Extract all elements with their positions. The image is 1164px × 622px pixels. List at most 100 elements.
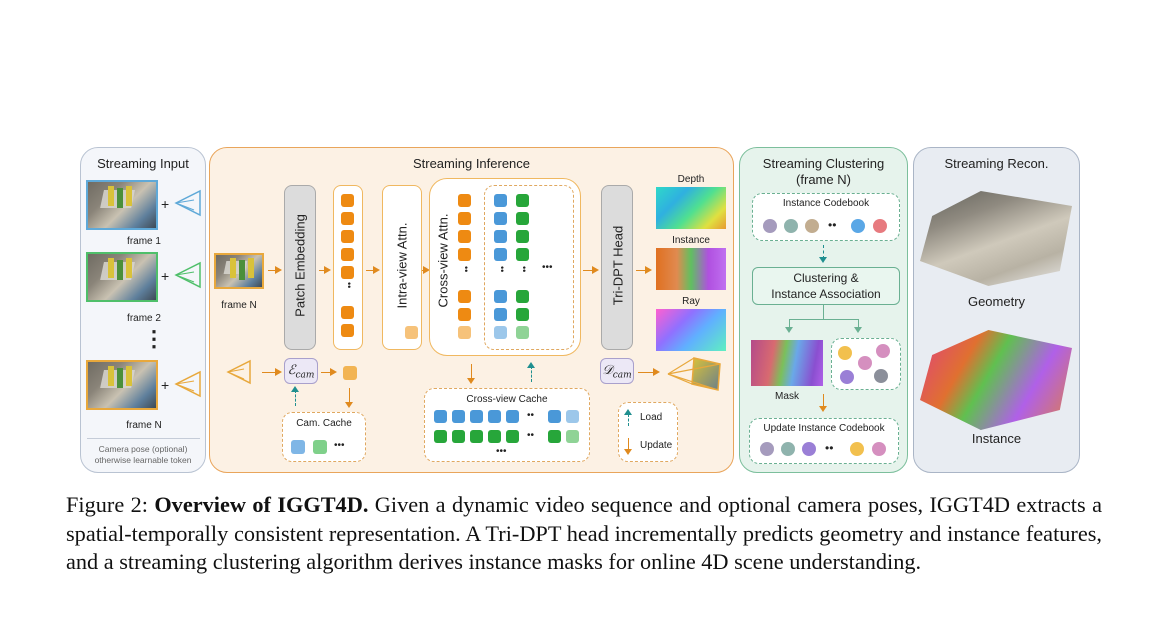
xc-green-1 bbox=[434, 430, 447, 443]
token-1-6 bbox=[341, 306, 354, 319]
cross-token-3 bbox=[458, 230, 471, 243]
legend-load-label: Load bbox=[640, 412, 663, 423]
update-dot-1 bbox=[760, 442, 774, 456]
codebook-load-arrowhead bbox=[819, 257, 827, 263]
legend-update-label: Update bbox=[640, 440, 673, 451]
cluster-dot-3 bbox=[876, 344, 890, 358]
mask-label: Mask bbox=[775, 391, 799, 402]
cross-token-2 bbox=[458, 212, 471, 225]
token-1-dots: •• bbox=[344, 282, 354, 289]
cross-token-7 bbox=[458, 326, 471, 339]
output-depth-map bbox=[656, 187, 726, 229]
cache-green-5 bbox=[516, 290, 529, 303]
cluster-dot-1 bbox=[838, 346, 852, 360]
token-1-1 bbox=[341, 194, 354, 207]
update-dot-3 bbox=[802, 442, 816, 456]
instance-codebook-box bbox=[752, 193, 900, 241]
xc-green-6 bbox=[548, 430, 561, 443]
input-divider bbox=[87, 438, 200, 439]
update-arrowhead-cross bbox=[467, 378, 475, 384]
update-codebook-arrowhead bbox=[819, 406, 827, 412]
cache-blue-6 bbox=[494, 308, 507, 321]
output-instance-map bbox=[656, 248, 726, 290]
cache-v-dots-blue: •• bbox=[497, 266, 507, 273]
xc-blue-7 bbox=[566, 410, 579, 423]
split-arrow-right bbox=[858, 319, 859, 329]
intra-token-light bbox=[405, 326, 418, 339]
cross-view-cache-inner bbox=[484, 185, 574, 350]
cross-token-4 bbox=[458, 248, 471, 261]
streaming-input-title: Streaming Input bbox=[97, 156, 189, 171]
cache-blue-3 bbox=[494, 230, 507, 243]
camera-frustum-icon-orange bbox=[174, 370, 201, 398]
frame-2-image bbox=[86, 252, 158, 302]
update-dots: •• bbox=[825, 441, 834, 455]
frame-1-image bbox=[86, 180, 158, 230]
frame-2-label: frame 2 bbox=[127, 313, 161, 324]
xc-blue-5 bbox=[506, 410, 519, 423]
load-arrow-cam-cache bbox=[295, 390, 296, 406]
split-arrow-left bbox=[789, 319, 790, 329]
legend-update-arrowhead bbox=[624, 449, 632, 455]
geometry-label: Geometry bbox=[967, 294, 1026, 309]
load-arrow-cross-cache bbox=[531, 366, 532, 382]
arrow-tokens-to-intra bbox=[366, 266, 380, 274]
intra-view-attn-label: Intra-view Attn. bbox=[394, 222, 410, 309]
plus-sign-n: + bbox=[161, 377, 170, 393]
codebook-dot-3 bbox=[805, 219, 819, 233]
xc-ellipsis: ••• bbox=[496, 446, 507, 457]
output-ray-label: Ray bbox=[682, 296, 700, 307]
cache-blue-2 bbox=[494, 212, 507, 225]
update-codebook-box bbox=[749, 418, 899, 464]
output-depth-label: Depth bbox=[677, 174, 705, 185]
cam-cache-token-green bbox=[313, 440, 327, 454]
plus-sign-1: + bbox=[161, 196, 170, 212]
camera-frustum-icon-blue bbox=[174, 189, 201, 217]
update-arrow-cam-cache bbox=[349, 388, 350, 404]
cache-green-6 bbox=[516, 308, 529, 321]
codebook-dot-5 bbox=[873, 219, 887, 233]
plus-sign-2: + bbox=[161, 268, 170, 284]
cache-green-4 bbox=[516, 248, 529, 261]
frame-n-inference-label: frame N bbox=[221, 300, 257, 311]
token-1-3 bbox=[341, 230, 354, 243]
arrow-dcam-to-pose bbox=[638, 368, 660, 376]
codebook-dots: •• bbox=[828, 218, 837, 232]
arrow-patch-to-tokens bbox=[319, 266, 331, 274]
cluster-dot-4 bbox=[840, 370, 854, 384]
split-arrowhead-left bbox=[785, 327, 793, 333]
e-cam-encoder: ℰcam bbox=[284, 358, 318, 384]
cross-token-6 bbox=[458, 308, 471, 321]
xc-blue-2 bbox=[452, 410, 465, 423]
cache-h-ellipsis: ••• bbox=[542, 262, 553, 273]
codebook-dot-1 bbox=[763, 219, 777, 233]
legend-update-arrow bbox=[628, 438, 629, 450]
cache-blue-7 bbox=[494, 326, 507, 339]
update-dot-4 bbox=[850, 442, 864, 456]
load-arrowhead-cross bbox=[527, 362, 535, 368]
cam-cache-label: Cam. Cache bbox=[296, 418, 352, 429]
output-instance-label: Instance bbox=[672, 235, 710, 246]
cam-cache-token-blue bbox=[291, 440, 305, 454]
cross-view-cache-box bbox=[424, 388, 590, 462]
arrow-ecam-to-token bbox=[321, 368, 337, 376]
cam-cache-ellipsis: ••• bbox=[334, 440, 345, 451]
intra-view-attn-block: Intra-view Attn. bbox=[382, 185, 422, 350]
cache-green-1 bbox=[516, 194, 529, 207]
token-1-4 bbox=[341, 248, 354, 261]
token-1-7 bbox=[341, 324, 354, 337]
camera-frustum-icon-green bbox=[174, 261, 201, 289]
cluster-dot-2 bbox=[858, 356, 872, 370]
xc-green-dots: •• bbox=[527, 430, 535, 441]
e-cam-subscript: cam bbox=[295, 370, 315, 381]
streaming-clustering-title-line2: (frame N) bbox=[796, 172, 851, 187]
split-arrowhead-right bbox=[854, 327, 862, 333]
tri-dpt-head-block: Tri-DPT Head bbox=[601, 185, 633, 350]
arrow-tridpt-to-outputs bbox=[636, 266, 652, 274]
mask-image bbox=[751, 340, 823, 386]
cache-green-2 bbox=[516, 212, 529, 225]
xc-green-7 bbox=[566, 430, 579, 443]
patch-embedding-label: Patch Embedding bbox=[292, 214, 308, 317]
instance-label: Instance bbox=[971, 431, 1022, 446]
camera-pose-note-line1: Camera pose (optional) bbox=[98, 444, 188, 454]
